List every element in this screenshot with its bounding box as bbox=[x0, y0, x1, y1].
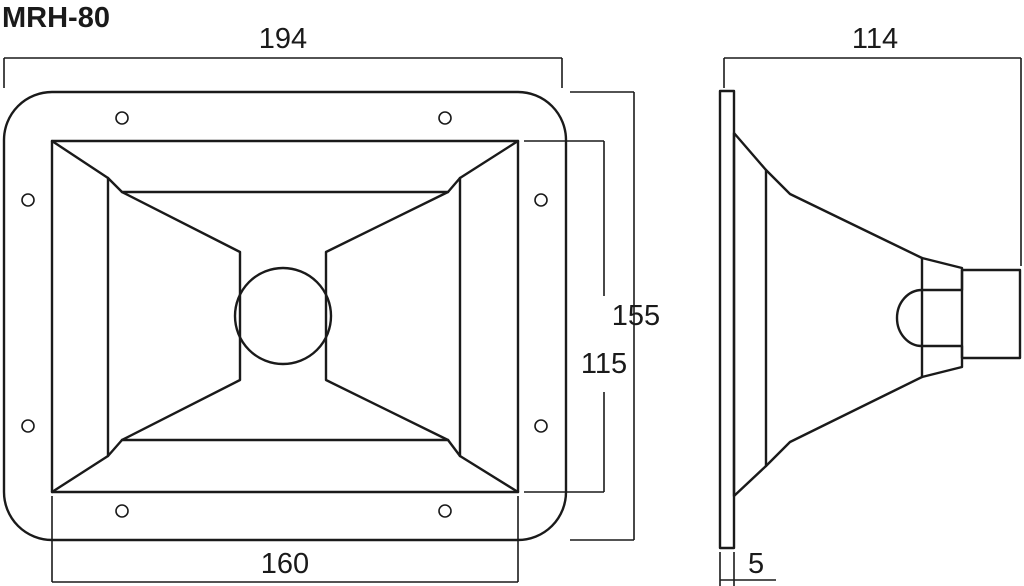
side-throat-adapter bbox=[895, 256, 964, 379]
dim-label-width: 194 bbox=[259, 23, 307, 55]
mounting-hole bbox=[21, 193, 35, 207]
mounting-hole bbox=[115, 111, 129, 125]
throat-walls bbox=[120, 190, 450, 442]
mouth-outline bbox=[50, 139, 520, 494]
dim-label-height: 155 bbox=[612, 300, 660, 332]
horn-diagonals bbox=[50, 139, 520, 494]
dimension-width: 194 bbox=[3, 23, 563, 88]
mounting-hole bbox=[115, 504, 129, 518]
dim-label-depth: 114 bbox=[852, 23, 898, 55]
dim-label-mouth-width: 160 bbox=[261, 548, 309, 580]
driver-mount bbox=[960, 268, 1022, 360]
mounting-hole bbox=[438, 504, 452, 518]
model-title: MRH-80 bbox=[2, 2, 110, 34]
mounting-hole bbox=[21, 419, 35, 433]
dimension-mouth-height: 115 bbox=[524, 140, 627, 493]
throat-opening bbox=[233, 266, 333, 366]
dimension-mouth-width: 160 bbox=[51, 496, 519, 583]
front-view bbox=[2, 90, 568, 542]
mounting-hole bbox=[534, 193, 548, 207]
side-horn-body bbox=[732, 131, 924, 498]
mounting-holes bbox=[21, 111, 548, 518]
dimension-height: 155 bbox=[570, 91, 660, 541]
mounting-hole bbox=[534, 419, 548, 433]
dimension-flange-thickness: 5 bbox=[719, 548, 776, 586]
side-view bbox=[718, 89, 1022, 550]
mounting-hole bbox=[438, 111, 452, 125]
flange-outline bbox=[2, 90, 568, 542]
dim-label-flange-thickness: 5 bbox=[748, 548, 764, 580]
side-flange bbox=[718, 89, 736, 550]
horn-inner-frame bbox=[106, 176, 462, 458]
dimension-depth: 114 bbox=[723, 23, 1022, 266]
dim-label-mouth-height: 115 bbox=[581, 348, 627, 380]
